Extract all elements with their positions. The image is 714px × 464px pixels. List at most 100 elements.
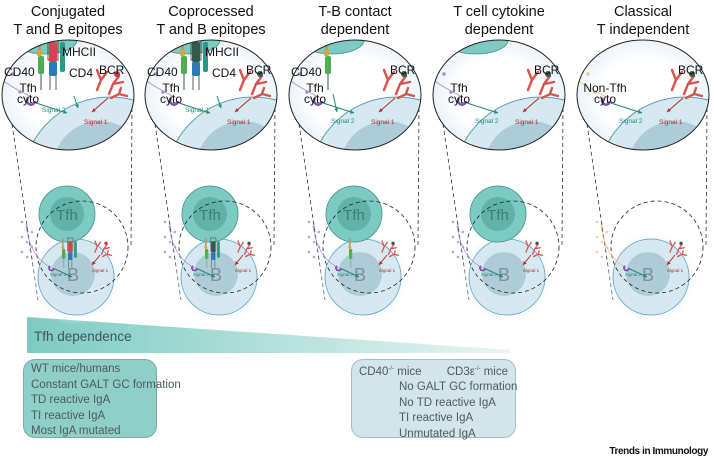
signal2-label: Signal 2	[42, 107, 66, 114]
signal2-arrow-head	[334, 108, 339, 112]
cd40l-stem	[181, 40, 184, 50]
bcr-icon	[238, 68, 272, 100]
cytokine-receptor-icon	[623, 265, 630, 272]
b-cell-label: B	[498, 265, 510, 285]
signal2-label: Signal 2	[185, 107, 209, 114]
cytokine-source-label: Tfh	[306, 81, 323, 95]
bcr-arm	[95, 68, 109, 92]
signal2-arrow	[610, 102, 643, 114]
cytokine-path	[2, 79, 33, 98]
cd40-ko-label: CD40-/- mice	[359, 365, 422, 378]
cd40-stem	[40, 74, 42, 90]
bcr-icon	[382, 68, 416, 100]
signal2-label: Signal 2	[50, 272, 67, 277]
signal2-label: Signal 2	[481, 272, 498, 277]
cytokine-dot	[20, 235, 24, 239]
bcr-label: BCR	[534, 63, 560, 77]
zoom-ellipse	[576, 39, 710, 151]
cd4-icon	[74, 241, 77, 258]
b-cell-label: B	[210, 265, 222, 285]
cd40-label: CD40	[4, 65, 35, 79]
bcr-label: BCR	[678, 63, 704, 77]
signal2-arrow	[178, 102, 211, 114]
bcr-arm	[94, 240, 102, 253]
antigen-icon	[247, 241, 251, 245]
tfh-cell-label: Tfh	[487, 207, 509, 224]
zoom-region-circle	[35, 200, 129, 294]
antigen-icon	[257, 71, 263, 77]
summary-row: Constant GALT GC formation	[31, 378, 181, 391]
cd40l-head	[37, 50, 42, 56]
cytokine-dot	[298, 72, 302, 76]
cd40-label: CD40	[147, 65, 178, 79]
cd4-icon	[60, 42, 65, 72]
zoom-guide-line	[561, 107, 564, 246]
cd40-icon	[205, 249, 209, 259]
cytokine-dot	[168, 255, 172, 259]
zoom-region-circle	[178, 200, 272, 294]
cytokine-dot	[579, 66, 583, 70]
summary-row: No TD reactive IgA	[399, 396, 496, 409]
cytokine-dot	[163, 250, 167, 254]
signal1-arrow	[378, 97, 396, 113]
summary-row: TI reactive IgA	[31, 409, 106, 422]
tfh-dependence-bar	[27, 317, 510, 353]
signal1-label: Signal 1	[523, 268, 540, 273]
bcr-arm	[677, 250, 688, 258]
bcr-arm	[100, 243, 110, 255]
cytokine-receptor-icon	[479, 265, 486, 272]
cytokine-dot	[451, 250, 455, 254]
cytokine-label: cyto	[594, 92, 616, 106]
receptor-complex	[37, 40, 65, 90]
zoom-region-circle	[466, 200, 560, 294]
bcr-arm	[670, 68, 684, 92]
signal1-label: Signal 1	[84, 119, 108, 126]
bcr-arm	[540, 86, 560, 100]
bcr-icon	[381, 240, 400, 258]
antigen-icon	[391, 241, 395, 245]
cytokine-source-label: Tfh	[450, 81, 467, 95]
cytokine-receptor-icon	[25, 97, 37, 106]
signal2-arrow-head	[68, 273, 72, 278]
signal1-label: Signal 1	[371, 119, 395, 126]
bcr-arm	[533, 250, 544, 258]
cytokine-dot	[312, 240, 316, 244]
panel-title: T cell cytokine	[453, 4, 545, 20]
summary-row: Unmutated IgA	[399, 427, 476, 440]
cd40-stem	[350, 258, 352, 268]
signal2-arrow-head	[75, 104, 79, 108]
cd40-icon	[349, 249, 353, 259]
bcr-arm	[684, 86, 704, 100]
signal2-arrow	[35, 102, 68, 114]
signal2-label: Signal 2	[619, 118, 643, 125]
antigen-icon	[104, 241, 108, 245]
b-cell-label: B	[642, 265, 654, 285]
cd40-icon	[181, 56, 187, 74]
mhcii-icon	[211, 241, 216, 253]
cytokine-dot	[449, 90, 453, 94]
panel-title: Coprocessed	[168, 4, 253, 20]
cd40-icon	[325, 56, 331, 74]
signal2-label: Signal 2	[475, 118, 499, 125]
receptor-complex	[61, 237, 77, 268]
bcr-arm	[238, 68, 252, 92]
receptor-complex	[324, 40, 331, 90]
cd40l-stem	[349, 238, 351, 246]
cd40l-stem	[325, 40, 328, 50]
bcr-arm	[245, 250, 256, 258]
bcr-arm	[382, 68, 396, 92]
zoom-guide-line	[130, 107, 133, 246]
panel-title: Classical	[614, 4, 672, 20]
b-cell-nucleus	[338, 252, 382, 296]
antigen-icon	[689, 71, 695, 77]
bcr-arm	[107, 74, 125, 96]
bcr-icon	[670, 68, 704, 100]
mhcii-base	[192, 62, 200, 76]
signal2-arrow-head	[206, 110, 210, 114]
bcr-arm	[237, 240, 245, 253]
signal1-arrow-head	[523, 261, 527, 265]
signal1-arrow-head	[235, 261, 239, 265]
summary-row: TI reactive IgA	[399, 412, 474, 425]
